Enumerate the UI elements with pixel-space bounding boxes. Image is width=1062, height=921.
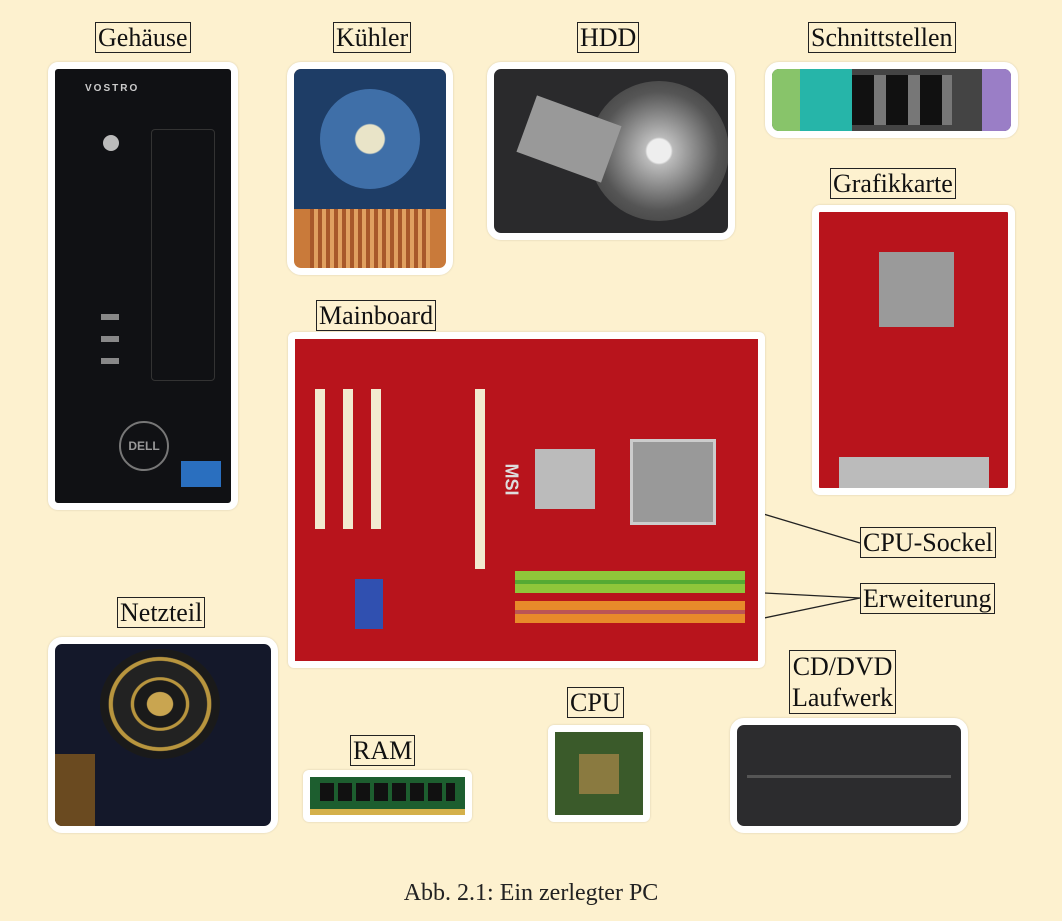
interfaces-photo: [765, 62, 1018, 138]
ram-photo: [303, 770, 472, 822]
label-dvd-drive: CD/DVD Laufwerk: [789, 650, 897, 714]
label-ram: RAM: [350, 735, 416, 766]
drive-bay: [151, 129, 215, 381]
label-interfaces: Schnittstellen: [808, 22, 956, 53]
usb-ports: [101, 314, 119, 374]
sata-ports: [355, 579, 383, 629]
cooler-photo: [287, 62, 453, 275]
cpu-socket: [630, 439, 716, 525]
case-photo: VOSTRO DELL: [48, 62, 238, 510]
hdd-photo: [487, 62, 735, 240]
label-expansion: Erweiterung: [860, 583, 995, 614]
intel-sticker: [181, 461, 221, 487]
agp-slot: [475, 389, 485, 569]
label-dvd-drive-line1: CD/DVD: [792, 652, 893, 681]
label-psu: Netzteil: [117, 597, 206, 628]
ram-slots-orange: [515, 601, 745, 623]
label-dvd-drive-line2: Laufwerk: [792, 683, 894, 712]
case-brand-text: VOSTRO: [85, 83, 140, 94]
label-cpu-socket: CPU-Sockel: [860, 527, 996, 558]
label-cpu: CPU: [567, 687, 624, 718]
chipset-heatsink: [535, 449, 595, 509]
label-hdd: HDD: [577, 22, 640, 53]
label-case: Gehäuse: [95, 22, 191, 53]
label-mainboard: Mainboard: [316, 300, 437, 331]
label-cooler: Kühler: [333, 22, 412, 53]
power-button-icon: [103, 135, 119, 151]
dvd-drive-photo: [730, 718, 968, 833]
pci-slots: [315, 389, 395, 529]
figure-caption: Abb. 2.1: Ein zerlegter PC: [403, 880, 659, 906]
label-graphics: Grafikkarte: [830, 168, 956, 199]
psu-photo: [48, 637, 278, 833]
fan: [294, 69, 446, 209]
board-logo: MSI: [501, 463, 522, 496]
dell-logo: DELL: [119, 421, 169, 471]
ram-slots-green: [515, 571, 745, 593]
graphics-card-photo: [812, 205, 1015, 495]
mainboard-photo: MSI: [288, 332, 765, 668]
cpu-photo: [548, 725, 650, 822]
